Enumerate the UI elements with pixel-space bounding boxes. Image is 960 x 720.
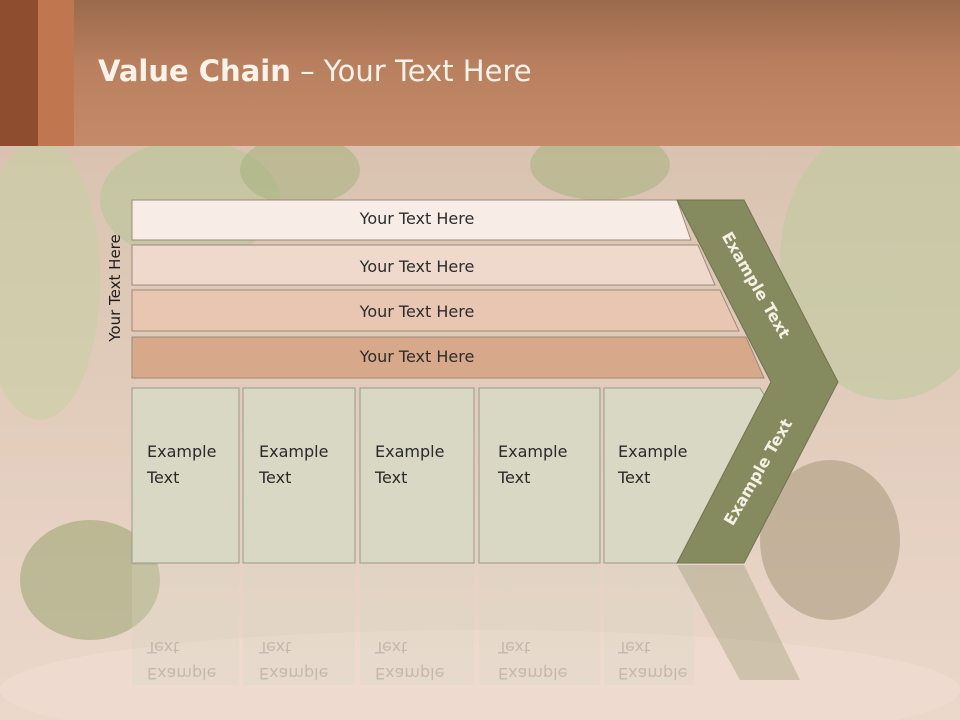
- column-3-line-2: Text: [375, 468, 408, 487]
- bar-label-1: Your Text Here: [359, 209, 475, 228]
- column-3-reflection: [360, 565, 474, 685]
- column-5-reflection: [604, 565, 694, 685]
- bar-label-2: Your Text Here: [359, 257, 475, 276]
- column-2-reflection-line-1: Example: [259, 664, 329, 683]
- column-1-reflection-line-2: Text: [147, 638, 180, 657]
- column-4-line-2: Text: [498, 468, 531, 487]
- column-3: [359, 387, 475, 564]
- column-label-5-reflection: Example Text: [618, 634, 687, 686]
- column-4-reflection-line-1: Example: [498, 664, 568, 683]
- column-2-line-1: Example: [259, 442, 329, 461]
- column-label-3-reflection: Example Text: [375, 634, 444, 686]
- column-1-line-2: Text: [147, 468, 180, 487]
- column-label-4-reflection: Example Text: [498, 634, 567, 686]
- column-4-line-1: Example: [498, 442, 568, 461]
- column-2-line-2: Text: [259, 468, 292, 487]
- column-1-reflection-line-1: Example: [147, 664, 217, 683]
- title-rest: – Your Text Here: [290, 54, 532, 88]
- column-label-2-reflection: Example Text: [259, 634, 328, 686]
- column-5-line-1: Example: [618, 442, 688, 461]
- bar-2: [131, 244, 716, 286]
- column-4: [478, 387, 601, 564]
- column-label-1-reflection: Example Text: [147, 634, 216, 686]
- bar-label-4: Your Text Here: [359, 347, 475, 366]
- banner-accent-dark: [0, 0, 38, 146]
- column-5-reflection-line-2: Text: [618, 638, 651, 657]
- slide-title: Value Chain – Your Text Here: [98, 54, 532, 88]
- column-3-reflection-line-1: Example: [375, 664, 445, 683]
- bar-3: [131, 289, 740, 332]
- banner-accent-light: [38, 0, 74, 146]
- chevron-reflection: [677, 565, 800, 680]
- column-4-reflection-line-2: Text: [498, 638, 531, 657]
- column-1-line-1: Example: [147, 442, 217, 461]
- column-5-line-2: Text: [618, 468, 651, 487]
- column-5-reflection-line-1: Example: [618, 664, 688, 683]
- bar-4: [131, 336, 765, 379]
- column-3-line-1: Example: [375, 442, 445, 461]
- title-bold: Value Chain: [98, 54, 291, 88]
- column-3-reflection-line-2: Text: [375, 638, 408, 657]
- bar-label-3: Your Text Here: [359, 302, 475, 321]
- column-2: [242, 387, 356, 564]
- column-4-reflection: [479, 565, 600, 685]
- column-2-reflection-line-2: Text: [259, 638, 292, 657]
- column-1-reflection: [132, 565, 239, 685]
- column-1: [131, 387, 240, 564]
- bar-1: [131, 199, 692, 241]
- title-banner: Value Chain – Your Text Here: [0, 0, 960, 146]
- chevron-arrow: [676, 199, 839, 564]
- column-2-reflection: [243, 565, 355, 685]
